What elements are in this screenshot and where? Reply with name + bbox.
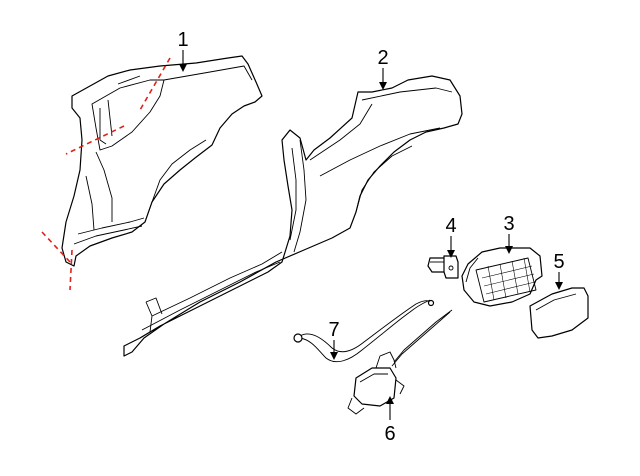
callout-4-arrowhead (447, 250, 455, 258)
callout-3: 3 (503, 213, 515, 254)
part-1-quarter-panel (41, 55, 263, 291)
callout-5-number: 5 (553, 251, 564, 273)
cut-line-rocker (41, 231, 71, 263)
callout-7-number: 7 (328, 319, 339, 341)
callout-6: 6 (384, 396, 396, 445)
cut-line-pillar (65, 125, 125, 155)
callout-2: 2 (377, 47, 389, 90)
part-4-bracket (427, 255, 459, 279)
cut-line-upper (139, 57, 171, 111)
callout-2-arrowhead (379, 82, 387, 90)
callout-3-arrowhead (505, 246, 513, 254)
callout-4: 4 (445, 215, 457, 258)
callout-7: 7 (328, 319, 340, 360)
callout-5: 5 (553, 251, 565, 290)
part-7-release-cable (293, 299, 435, 363)
callout-4-number: 4 (445, 215, 456, 237)
callout-5-arrowhead (555, 282, 563, 290)
callout-1-number: 1 (177, 29, 188, 51)
part-3-fuel-filler-housing (461, 247, 543, 307)
cut-line-bottom (69, 249, 73, 291)
callout-1-arrowhead (179, 64, 187, 72)
callout-6-arrowhead (386, 396, 394, 404)
callout-7-arrowhead (330, 352, 338, 360)
part-5-fuel-door (529, 287, 589, 339)
part-2-side-panel (123, 75, 463, 357)
callout-2-number: 2 (377, 47, 388, 69)
callout-6-number: 6 (384, 423, 395, 445)
callout-1: 1 (177, 29, 189, 72)
part-6-actuator (347, 309, 453, 415)
callout-3-number: 3 (503, 213, 514, 235)
